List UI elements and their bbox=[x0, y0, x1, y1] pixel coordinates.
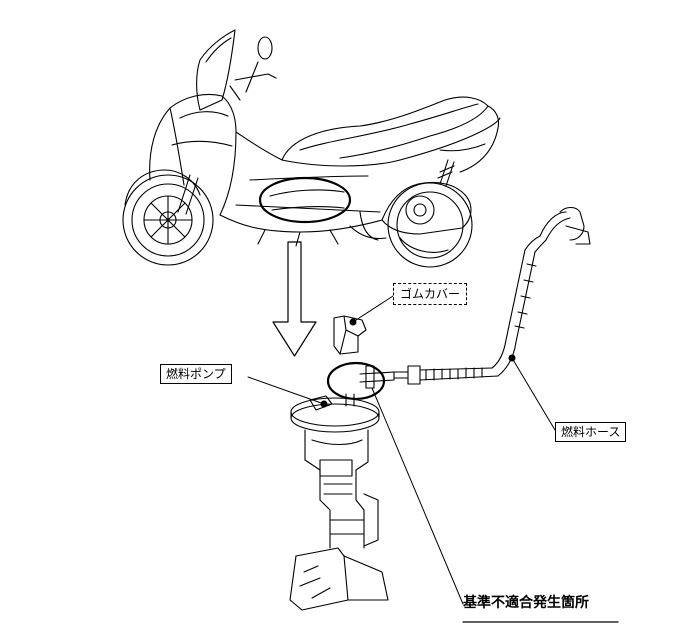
fuel-hose-label: 燃料ホース bbox=[555, 422, 627, 442]
leader-line-defect bbox=[371, 387, 464, 605]
fuel-hose-illustration bbox=[359, 206, 591, 389]
leader-line-fuel-hose bbox=[511, 357, 556, 431]
scooter-illustration bbox=[122, 29, 501, 268]
fuel-pump-illustration bbox=[289, 393, 389, 611]
leader-lines bbox=[247, 295, 619, 623]
highlight-ellipse bbox=[258, 176, 352, 224]
down-arrow-icon bbox=[272, 241, 317, 357]
rubber-cover-illustration bbox=[333, 315, 367, 355]
defect-location-label: 基準不適合発生箇所 bbox=[463, 595, 589, 611]
leader-line-rubber-cover bbox=[352, 295, 394, 323]
fuel-pump-label: 燃料ポンプ bbox=[160, 364, 232, 384]
rubber-cover-label: ゴムカバー bbox=[393, 283, 468, 305]
defect-highlight-ellipse bbox=[326, 361, 386, 401]
leader-line-fuel-pump bbox=[247, 376, 325, 405]
fuel-hose-dot bbox=[508, 354, 516, 362]
